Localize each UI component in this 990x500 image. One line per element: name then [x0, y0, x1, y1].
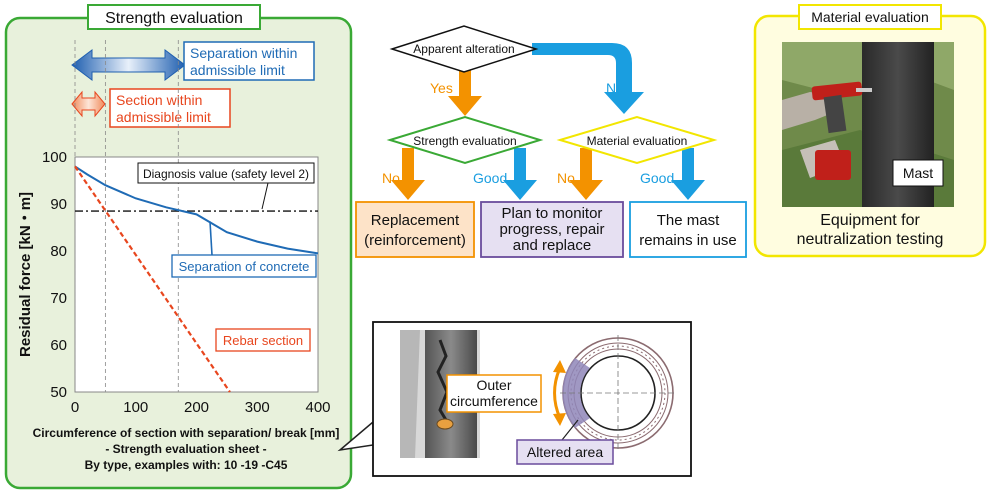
drill-icon	[811, 81, 863, 101]
crack-marker	[436, 418, 454, 430]
separation-label-box	[171, 254, 317, 278]
section-legend-line2: admissible limit	[116, 109, 211, 125]
x-tick-label: 0	[71, 399, 79, 416]
chart-caption-line1: Circumference of section with separation…	[33, 426, 340, 440]
rebar-series-line	[74, 165, 231, 393]
section-inset: Outer circumference Altered area	[372, 321, 692, 477]
x-tick-label: 300	[245, 399, 270, 416]
plan-line1: Plan to monitor	[502, 205, 603, 222]
altered-area-shape	[562, 358, 590, 428]
replacement-line2: (reinforcement)	[364, 232, 466, 249]
yes-label: Yes	[430, 80, 453, 96]
mast-label-box	[892, 159, 944, 187]
rebar-series-label: Rebar section	[223, 333, 303, 348]
outer-circumference-line1: Outer	[476, 377, 511, 393]
material-caption-line2: neutralization testing	[797, 231, 944, 248]
strength-good-label: Good	[473, 170, 507, 186]
rebar-label-box	[215, 328, 311, 352]
chart-caption-line2: - Strength evaluation sheet -	[105, 442, 266, 456]
separation-legend-box	[183, 41, 315, 81]
apparent-alteration-decision	[389, 25, 539, 73]
separation-series-line	[74, 165, 319, 255]
separation-legend-line2: admissible limit	[190, 62, 285, 78]
material-no-label: No	[557, 170, 575, 186]
y-tick-label: 50	[50, 384, 67, 401]
strength-panel: Strength evaluation Separation within ad…	[4, 4, 353, 490]
outer-circumference-box	[446, 374, 542, 413]
strength-title: Strength evaluation	[105, 10, 243, 27]
strength-no-label: No	[382, 170, 400, 186]
material-title: Material evaluation	[811, 9, 929, 25]
y-tick-label: 80	[50, 243, 67, 260]
neutralization-photo: Mast	[782, 42, 954, 207]
section-legend-box	[109, 88, 231, 128]
plan-line3: and replace	[513, 237, 591, 254]
x-tick-label: 200	[184, 399, 209, 416]
apparent-alteration-label: Apparent alteration	[413, 42, 514, 56]
altered-area-label: Altered area	[527, 444, 603, 460]
material-good-label: Good	[640, 170, 674, 186]
material-evaluation-decision	[556, 115, 718, 165]
outer-circumference-line2: circumference	[450, 393, 538, 409]
remains-line1: The mast	[657, 212, 720, 229]
material-good-arrow	[671, 148, 705, 200]
remains-box	[629, 201, 747, 258]
separation-leader	[209, 221, 213, 256]
altered-area-box	[516, 439, 614, 465]
separation-legend-line1: Separation within	[190, 45, 297, 61]
y-tick-label: 60	[50, 337, 67, 354]
no-arrow-to-material	[532, 43, 644, 114]
y-tick-label: 90	[50, 196, 67, 213]
strength-evaluation-label: Strength evaluation	[413, 134, 516, 148]
diagnosis-label: Diagnosis value (safety level 2)	[143, 167, 309, 181]
material-evaluation-label: Material evaluation	[587, 134, 688, 148]
remains-line2: remains in use	[639, 232, 737, 249]
material-caption-line1: Equipment for	[820, 212, 920, 229]
flowchart: Apparent alteration Yes No Strength eval…	[355, 25, 747, 258]
replacement-line1: Replacement	[371, 212, 460, 229]
separation-series-label: Separation of concrete	[179, 259, 310, 274]
material-panel: Material evaluation Mast Equipment for n…	[753, 4, 987, 258]
plan-line2: progress, repair	[499, 221, 604, 238]
x-tick-label: 100	[123, 399, 148, 416]
drill-battery	[815, 150, 851, 180]
residual-force-chart: Diagnosis value (safety level 2) Separati…	[17, 40, 331, 416]
y-axis-label: Residual force [kN・m]	[17, 192, 34, 357]
material-no-arrow	[569, 148, 603, 200]
section-legend-line1: Section within	[116, 92, 202, 108]
material-title-box	[798, 4, 942, 30]
strength-evaluation-decision	[386, 115, 544, 165]
no-label-top: No	[606, 80, 624, 96]
y-tick-label: 70	[50, 290, 67, 307]
diagnosis-leader	[261, 182, 269, 210]
strength-no-arrow	[391, 148, 425, 200]
strength-good-arrow	[503, 148, 537, 200]
chart-caption-line3: By type, examples with: 10 -19 -C45	[85, 458, 288, 472]
x-tick-label: 400	[305, 399, 330, 416]
strength-title-box	[87, 4, 261, 30]
plan-box	[480, 201, 624, 258]
replacement-box	[355, 201, 475, 258]
yes-arrow-to-strength	[448, 63, 482, 116]
diagnosis-label-box	[137, 162, 315, 184]
crack-line	[436, 339, 449, 421]
mast-label: Mast	[903, 165, 933, 181]
y-tick-label: 100	[42, 149, 67, 166]
